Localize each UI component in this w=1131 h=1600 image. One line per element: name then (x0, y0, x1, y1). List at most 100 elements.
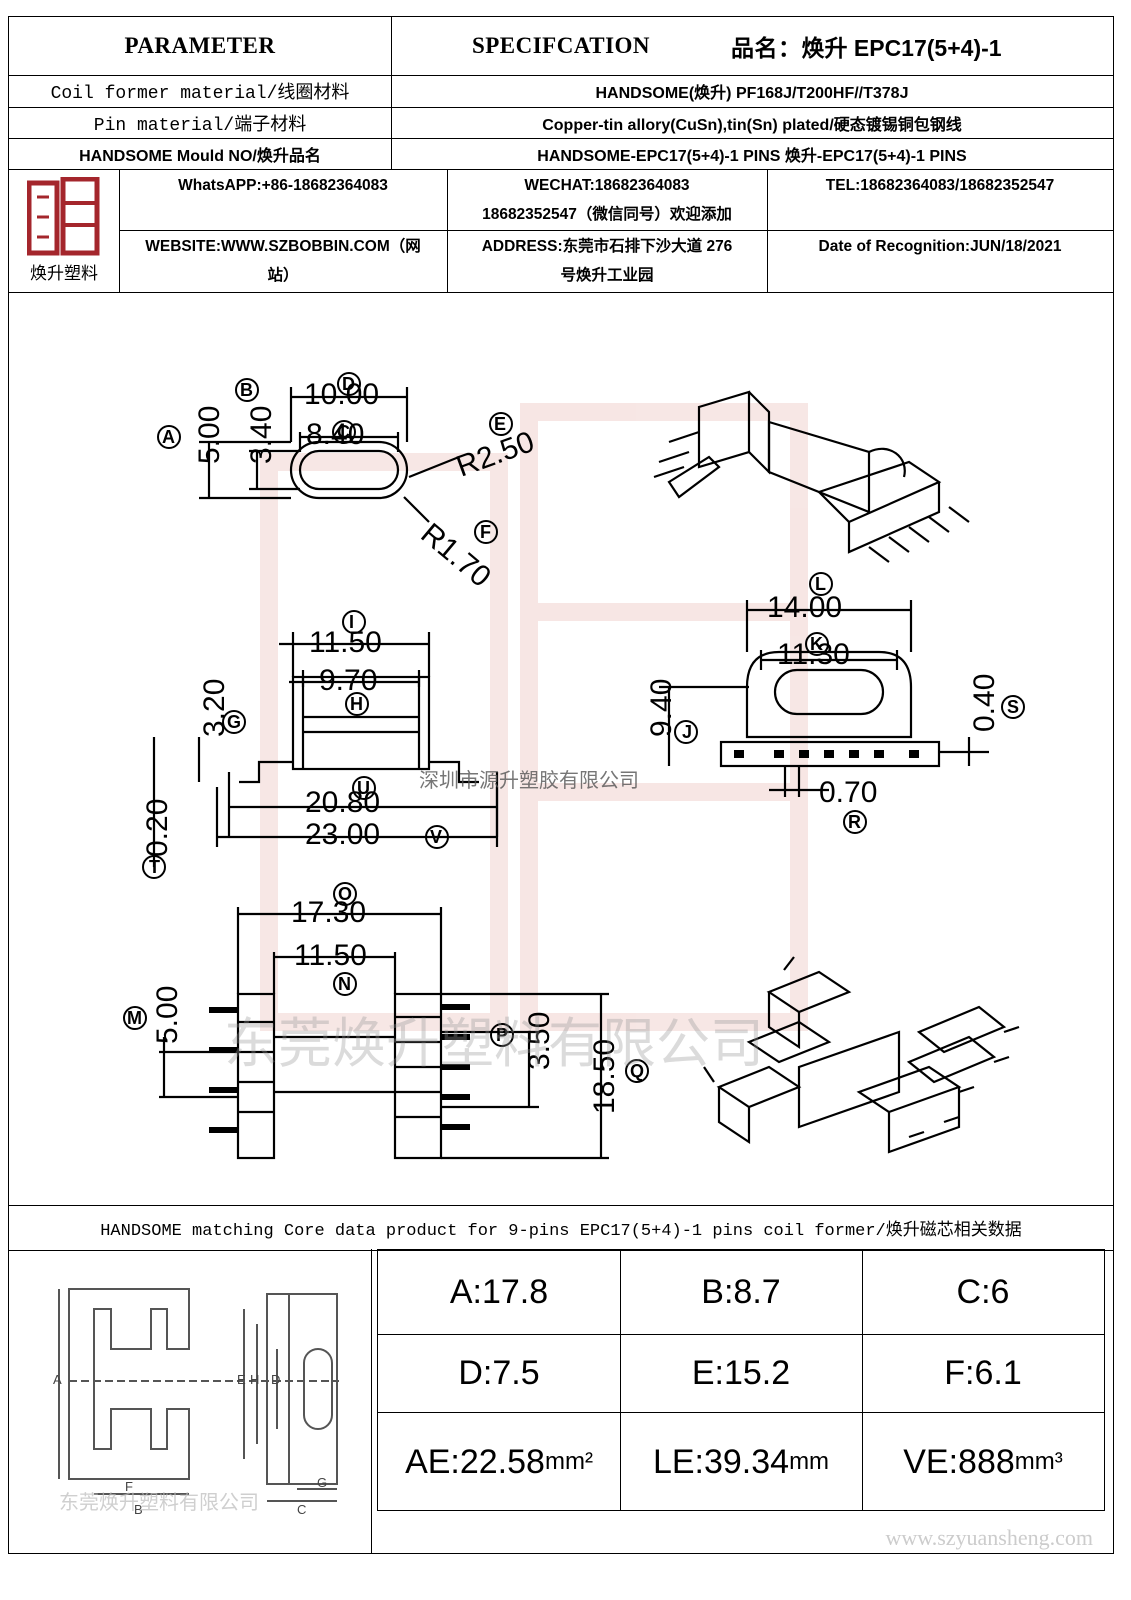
spec-value: HANDSOME(焕升) PF168J/T200HF//T378J (595, 85, 909, 102)
watermark-large: 东莞焕升塑料有限公司 (224, 1014, 764, 1074)
website-line1: WEBSITE:WWW.SZBOBBIN.COM（网 (145, 238, 421, 255)
core-label-d: D (271, 1372, 280, 1387)
wechat-line2: 18682352547（微信同号）欢迎添加 (482, 205, 732, 223)
dim-q: 18.50 (588, 1039, 621, 1114)
dim-j: 9.40 (645, 679, 678, 737)
dim-g: 3.20 (198, 679, 231, 737)
whatsapp: WhatsAPP:+86-18682364083 (178, 177, 388, 194)
product-name-label: 品名： (731, 36, 802, 61)
logo-icon (27, 177, 100, 256)
front-pins (734, 750, 919, 758)
core-value-a: A:17.8 (449, 1272, 549, 1311)
technical-drawing: 10.00 8.40 R2.50 R1.70 5.00 3.40 A B D C… (9, 292, 1113, 1205)
svg-text:E: E (494, 414, 506, 434)
address-line1: ADDRESS:东莞市石排下沙大道 276 (481, 238, 733, 255)
core-value-ve-unit: mm³ (1014, 1448, 1063, 1475)
logo-caption: 焕升塑料 (30, 264, 98, 284)
wechat-line1: WECHAT:18682364083 (524, 176, 690, 194)
core-label-a: A (53, 1372, 62, 1387)
recognition-date: Date of Recognition:JUN/18/2021 (818, 238, 1062, 255)
company-block: 焕升塑料 WhatsAPP:+86-18682364083 WECHAT:186… (9, 169, 1113, 293)
address-line2: 号焕升工业园 (560, 267, 654, 284)
logo-watermark (260, 403, 808, 1031)
core-value-ae-unit: mm² (544, 1448, 593, 1475)
spec-row-mould: HANDSOME Mould NO/焕升品名 HANDSOME-EPC17(5+… (9, 138, 1113, 170)
svg-text:Q: Q (630, 1061, 644, 1081)
svg-text:V: V (430, 827, 442, 847)
top-section-view (199, 387, 460, 523)
core-title: HANDSOME matching Core data product for … (100, 1222, 1022, 1241)
spec-sheet: PARAMETER SPECIFCATION 品名： 焕升 EPC17(5+4)… (8, 16, 1114, 1554)
dim-i: 11.50 (309, 626, 382, 659)
spec-row-pin: Pin material/端子材料 Copper-tin allory(CuSn… (9, 107, 1113, 139)
svg-text:D: D (342, 374, 355, 394)
spec-label: Pin material/端子材料 (93, 115, 307, 136)
callouts-front: L K J S R (674, 572, 1025, 834)
spec-label: Coil former material/线圈材料 (50, 84, 350, 104)
specification-heading: SPECIFCATION (471, 33, 651, 58)
core-diagram-watermark: 东莞焕升塑料有限公司 (59, 1491, 259, 1514)
watermark-small: 深圳市源升塑胶有限公司 (419, 769, 639, 792)
core-value-ae-text: AE:22.58 (405, 1442, 545, 1481)
drawing-canvas: 10.00 8.40 R2.50 R1.70 5.00 3.40 A B D C… (123, 372, 1025, 1160)
svg-text:A: A (162, 427, 175, 447)
wechat: WECHAT:18682364083 18682352547（微信同号）欢迎添加 (447, 169, 767, 230)
svg-text:L: L (815, 574, 826, 594)
spec-label: HANDSOME Mould NO/焕升品名 (79, 147, 321, 165)
core-diagram: A B F E H D C G 东莞焕升塑料有限公司 (53, 1288, 339, 1517)
core-value-e: E:15.2 (691, 1353, 791, 1392)
core-value-le-unit: mm (789, 1448, 830, 1475)
website-line2: 站） (267, 267, 299, 284)
footer-watermark: www.szyuansheng.com (885, 1525, 1093, 1550)
front-view (659, 600, 989, 797)
parameter-heading: PARAMETER (124, 33, 276, 58)
bottom-pins (209, 1004, 470, 1133)
product-name-value: 焕升 EPC17(5+4)-1 (801, 35, 1002, 61)
dim-h: 9.70 (319, 664, 377, 697)
website: WEBSITE:WWW.SZBOBBIN.COM（网 站） (119, 230, 447, 292)
dim-m: 5.00 (151, 986, 184, 1044)
dim-o: 17.30 (291, 896, 366, 929)
core-label-c: C (297, 1502, 306, 1517)
callouts-bottom: O N M P Q (123, 882, 649, 1083)
address: ADDRESS:东莞市石排下沙大道 276 号焕升工业园 (447, 230, 767, 292)
bottom-view (159, 907, 609, 1160)
svg-text:C: C (337, 422, 350, 442)
svg-text:U: U (357, 778, 370, 798)
core-value-f: F:6.1 (944, 1353, 1022, 1392)
core-label-g: G (317, 1475, 327, 1490)
header-row: PARAMETER SPECIFCATION 品名： 焕升 EPC17(5+4)… (9, 17, 1113, 76)
spec-row-coil: Coil former material/线圈材料 HANDSOME(焕升) P… (9, 75, 1113, 108)
core-value-ve-text: VE:888 (903, 1442, 1015, 1481)
iso-view-bottom (703, 956, 1020, 1154)
dim-u: 20.80 (305, 786, 380, 819)
svg-text:S: S (1007, 697, 1019, 717)
core-label-f: F (125, 1479, 133, 1494)
core-title-row: HANDSOME matching Core data product for … (9, 1205, 1113, 1251)
svg-text:P: P (496, 1025, 508, 1045)
core-value-d: D:7.5 (458, 1353, 540, 1392)
spec-value: HANDSOME-EPC17(5+4)-1 PINS 焕升-EPC17(5+4)… (537, 147, 967, 165)
dim-s: 0.40 (968, 674, 1001, 732)
svg-text:K: K (810, 634, 823, 654)
svg-text:F: F (480, 522, 491, 542)
iso-view-top (653, 390, 970, 563)
svg-text:N: N (338, 974, 351, 994)
core-value-le-text: LE:39.34 (652, 1442, 790, 1481)
spec-value: Copper-tin allory(CuSn),tin(Sn) plated/硬… (542, 116, 962, 134)
product-name: 品名： 焕升 EPC17(5+4)-1 (731, 17, 1115, 75)
company-logo: 焕升塑料 (9, 169, 119, 292)
dim-t: 0.20 (141, 799, 174, 857)
dim-r: 0.70 (819, 776, 877, 809)
svg-text:G: G (227, 712, 241, 732)
dim-d: 10.00 (304, 378, 379, 411)
dim-a: 5.00 (193, 406, 226, 464)
dim-v: 23.00 (305, 818, 380, 851)
dim-p: 3.50 (523, 1012, 556, 1070)
core-values-grid: A:17.8 B:8.7 C:6 D:7.5 E:15.2 F:6.1 AE:2… (377, 1249, 1105, 1511)
core-value-b: B:8.7 (701, 1272, 781, 1311)
svg-text:I: I (349, 612, 354, 632)
side-view (152, 632, 499, 867)
